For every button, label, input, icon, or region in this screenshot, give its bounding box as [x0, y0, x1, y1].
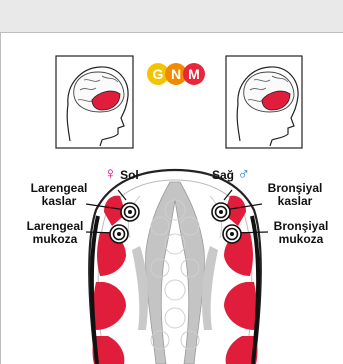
left-side-label: ♀ Sol: [104, 167, 139, 182]
left-head-brain-illustration: [56, 56, 133, 148]
left-muscle-label: Larengeal kaslar: [22, 182, 96, 208]
right-muscle-label: Bronşiyal kaslar: [256, 182, 334, 208]
female-symbol-icon: ♀: [104, 164, 117, 183]
right-mucosa-label: Bronşiyal mukoza: [262, 220, 340, 246]
gnm-logo: G N M: [147, 63, 205, 85]
logo-letter-n: N: [171, 66, 181, 82]
right-side-text: Sağ: [212, 168, 234, 182]
left-side-text: Sol: [120, 168, 139, 182]
left-upper-focus-target: [121, 203, 139, 221]
left-muscle-label-line2: kaslar: [22, 195, 96, 208]
right-muscle-label-line2: kaslar: [256, 195, 334, 208]
right-mucosa-label-line2: mukoza: [262, 233, 340, 246]
left-mucosa-label: Larengeal mukoza: [18, 220, 92, 246]
right-head-brain-illustration: [226, 56, 302, 148]
right-lower-focus-target: [223, 225, 241, 243]
male-symbol-icon: ♂: [237, 164, 250, 183]
logo-letter-g: G: [153, 66, 164, 82]
logo-letter-m: M: [188, 66, 200, 82]
left-lower-focus-target: [110, 225, 128, 243]
brainstem-section-oval: [89, 170, 261, 364]
right-upper-focus-target: [212, 203, 230, 221]
left-mucosa-label-line2: mukoza: [18, 233, 92, 246]
right-side-label: Sağ ♂: [212, 167, 250, 182]
